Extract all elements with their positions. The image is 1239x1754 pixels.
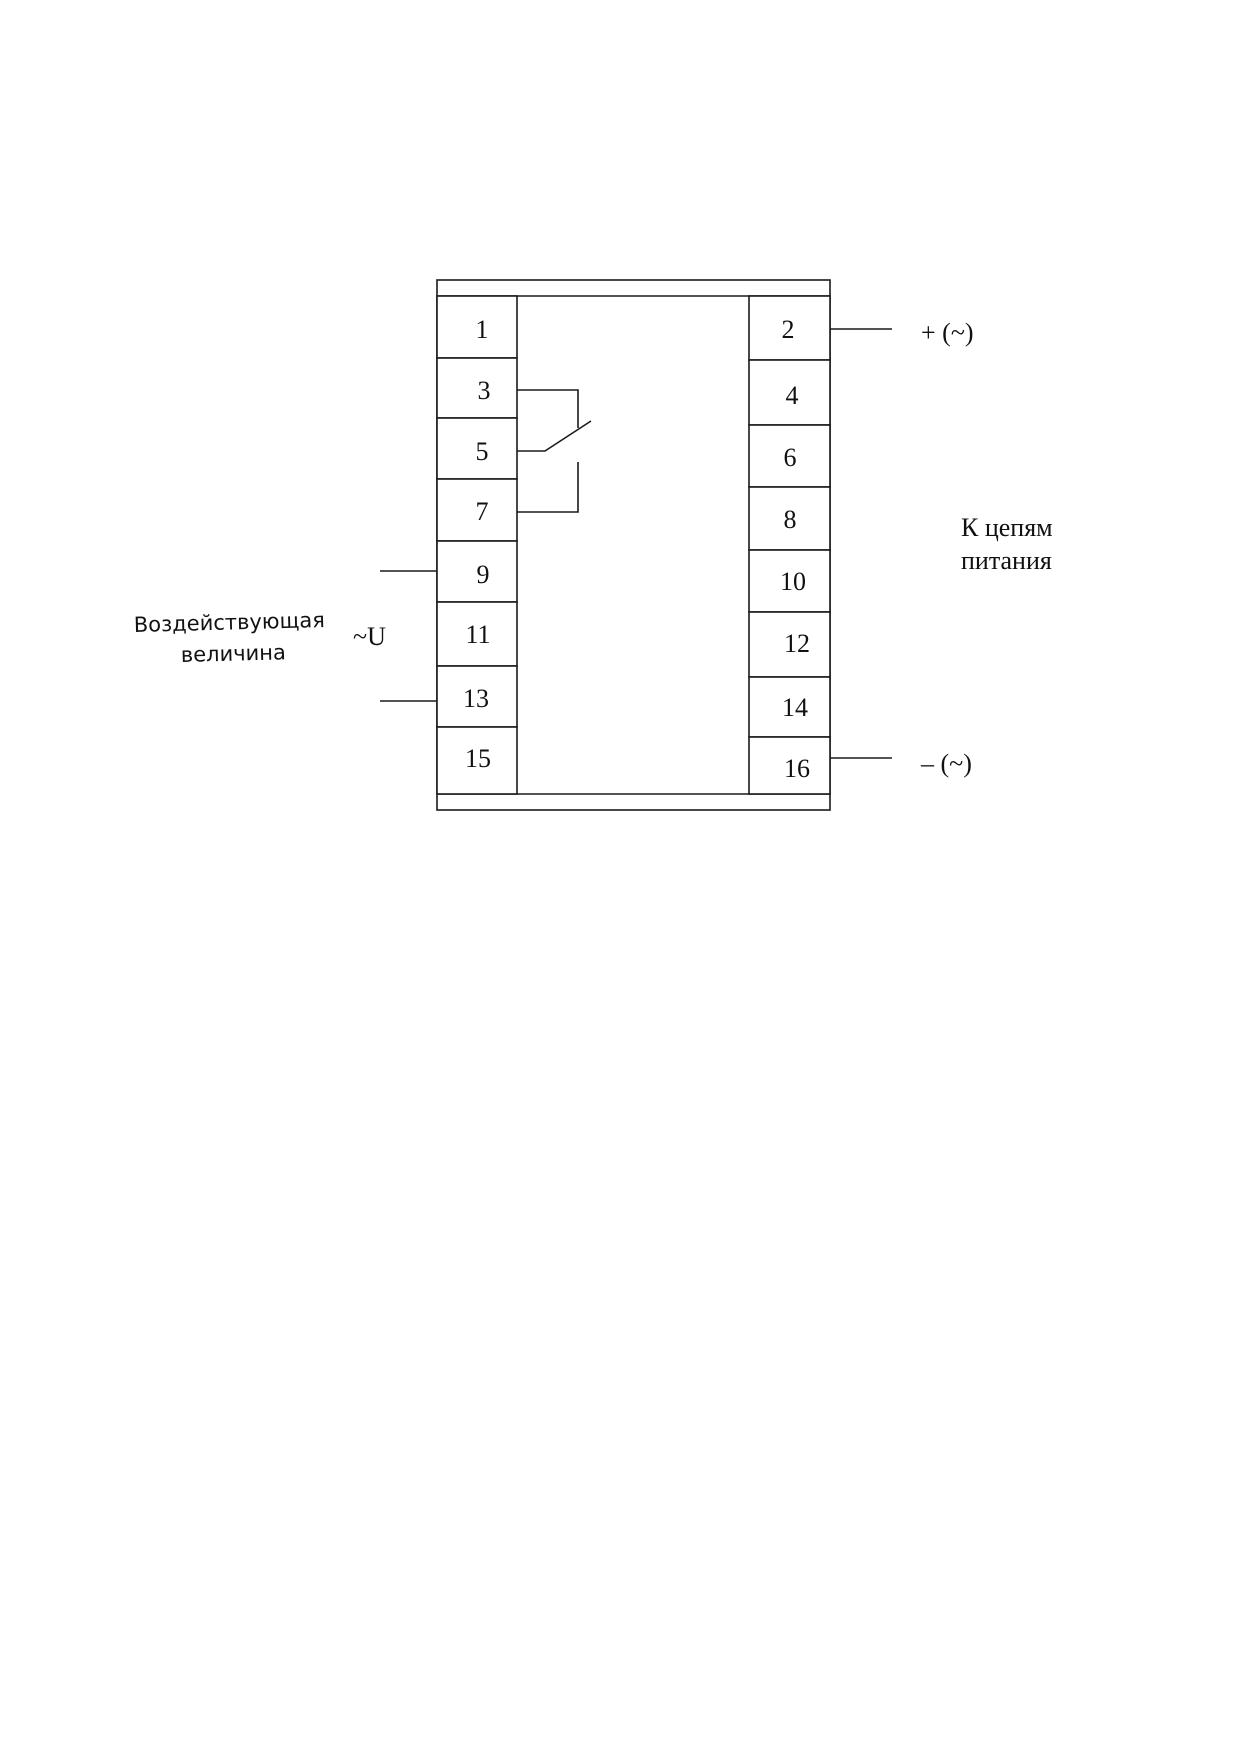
terminal-15-label: 15	[465, 744, 491, 773]
terminal-8-label: 8	[784, 505, 797, 534]
terminal-12	[748, 611, 831, 678]
terminal-3	[436, 357, 518, 419]
terminal-16-label: 16	[784, 754, 810, 783]
input-quantity-label-line1: Воздействующая	[134, 608, 326, 637]
terminal-1	[436, 295, 518, 359]
terminal-12-label: 12	[784, 629, 810, 658]
contact-wire-3	[517, 389, 579, 428]
terminal-5-label: 5	[476, 437, 489, 466]
terminal-1-label: 1	[476, 315, 489, 344]
terminal-9-label: 9	[477, 560, 490, 589]
contact-wire-7	[517, 462, 579, 513]
terminal-8	[748, 486, 831, 551]
terminal-11	[436, 601, 518, 667]
plus-supply-label: + (~)	[921, 318, 974, 347]
terminal-15	[436, 726, 518, 795]
terminal-6-label: 6	[784, 443, 797, 472]
terminal-10	[748, 549, 831, 613]
contact-wire-5	[517, 420, 592, 452]
right-terminal-column: 2 4 6 8 10 12 14 16	[748, 295, 831, 795]
terminal-10-label: 10	[780, 567, 806, 596]
terminal-3-label: 3	[478, 376, 491, 405]
terminal-13-label: 13	[463, 684, 489, 713]
supply-circuits-label-line2: питания	[961, 546, 1052, 575]
terminal-5	[436, 417, 518, 480]
terminal-11-label: 11	[465, 620, 490, 649]
terminal-4-label: 4	[786, 381, 799, 410]
terminal-7	[436, 478, 518, 542]
terminal-7-label: 7	[476, 497, 489, 526]
supply-circuits-label-line1: К цепям	[961, 513, 1053, 542]
terminal-2-label: 2	[782, 315, 795, 344]
terminal-4	[748, 359, 831, 426]
voltage-label: ~U	[353, 622, 386, 651]
terminal-16	[748, 736, 831, 795]
left-terminal-column: 1 3 5 7 9 11 13 15	[436, 295, 518, 795]
terminal-6	[748, 424, 831, 488]
input-quantity-label-line2: величина	[181, 640, 287, 667]
minus-supply-label: – (~)	[920, 749, 972, 778]
terminal-14-label: 14	[782, 693, 808, 722]
relay-contact	[517, 389, 592, 513]
terminal-2	[748, 295, 831, 361]
